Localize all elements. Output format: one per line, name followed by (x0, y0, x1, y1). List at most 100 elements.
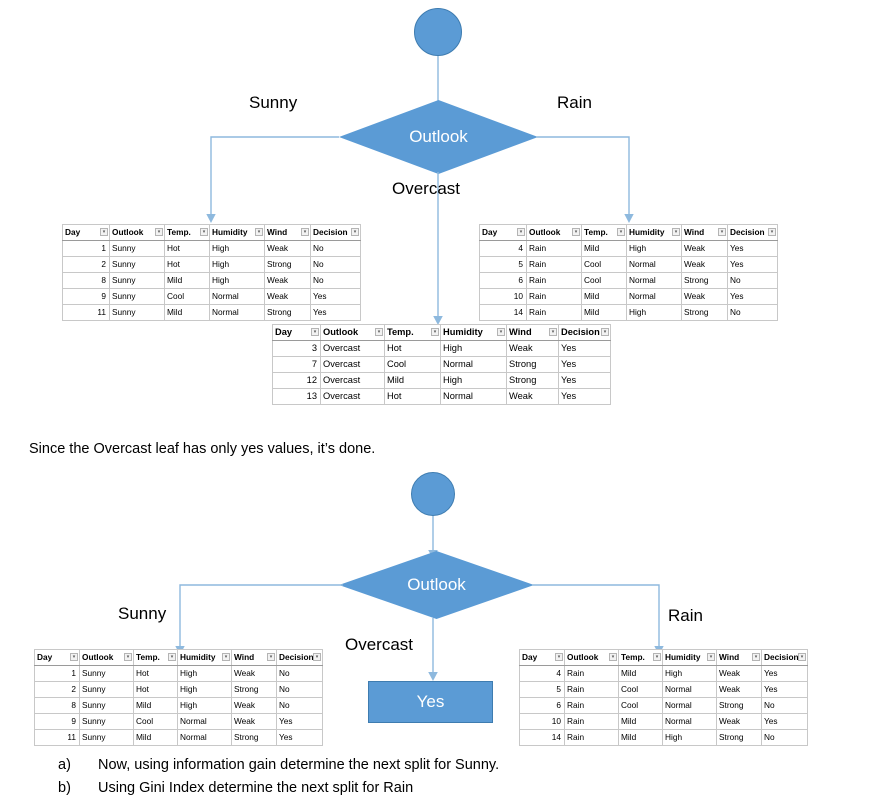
filter-icon[interactable]: ▾ (609, 653, 617, 661)
filter-icon[interactable]: ▾ (375, 328, 383, 336)
question-item-a: a)Now, using information gain determine … (58, 757, 499, 773)
cell-wind: Weak (264, 288, 311, 305)
cell-humidity: Normal (626, 272, 682, 289)
filter-icon[interactable]: ▾ (70, 653, 78, 661)
cell-temp: Mild (618, 665, 663, 682)
cell-decision: Yes (727, 240, 778, 257)
filter-icon[interactable]: ▾ (168, 653, 176, 661)
bottom-root-node[interactable] (411, 472, 455, 516)
filter-icon[interactable]: ▾ (301, 228, 309, 236)
cell-decision: No (276, 697, 323, 714)
filter-icon[interactable]: ▾ (222, 653, 230, 661)
filter-icon[interactable]: ▾ (617, 228, 625, 236)
cell-day: 9 (34, 713, 80, 730)
col-header-wind: Wind▾ (264, 224, 311, 241)
question-text-a: Now, using information gain determine th… (98, 757, 500, 773)
filter-icon[interactable]: ▾ (124, 653, 132, 661)
col-header-wind: Wind▾ (716, 649, 762, 666)
question-text-b: Using Gini Index determine the next spli… (98, 780, 414, 796)
col-header-humidity: Humidity▾ (209, 224, 265, 241)
filter-icon[interactable]: ▾ (155, 228, 163, 236)
cell-temp: Hot (133, 681, 178, 698)
filter-icon[interactable]: ▾ (497, 328, 505, 336)
cell-day: 8 (62, 272, 110, 289)
table-header-row: Day▾ Outlook▾ Temp.▾ Humidity▾ Wind▾ Dec… (62, 224, 361, 241)
filter-icon[interactable]: ▾ (653, 653, 661, 661)
cell-decision: Yes (761, 681, 808, 698)
cell-wind: Strong (264, 304, 311, 321)
col-header-temp: Temp.▾ (618, 649, 663, 666)
filter-icon[interactable]: ▾ (572, 228, 580, 236)
cell-humidity: High (626, 304, 682, 321)
cell-humidity: High (440, 372, 507, 389)
filter-icon[interactable]: ▾ (200, 228, 208, 236)
filter-icon[interactable]: ▾ (351, 228, 359, 236)
filter-icon[interactable]: ▾ (707, 653, 715, 661)
bottom-decision-node[interactable]: Outlook (339, 551, 534, 619)
cell-outlook: Sunny (79, 681, 134, 698)
top-decision-node[interactable]: Outlook (339, 100, 538, 174)
cell-decision: Yes (558, 372, 611, 389)
cell-humidity: Normal (662, 713, 717, 730)
cell-outlook: Sunny (79, 665, 134, 682)
question-item-b: b)Using Gini Index determine the next sp… (58, 780, 413, 796)
filter-icon[interactable]: ▾ (431, 328, 439, 336)
cell-outlook: Rain (564, 713, 619, 730)
filter-icon[interactable]: ▾ (267, 653, 275, 661)
cell-wind: Weak (716, 713, 762, 730)
filter-icon[interactable]: ▾ (311, 328, 319, 336)
filter-icon[interactable]: ▾ (768, 228, 776, 236)
top-root-node[interactable] (414, 8, 462, 56)
cell-decision: Yes (558, 388, 611, 405)
bottom-leaf-node-yes[interactable]: Yes (368, 681, 493, 723)
filter-icon[interactable]: ▾ (517, 228, 525, 236)
cell-temp: Mild (164, 304, 210, 321)
cell-day: 9 (62, 288, 110, 305)
filter-icon[interactable]: ▾ (718, 228, 726, 236)
filter-icon[interactable]: ▾ (313, 653, 321, 661)
cell-temp: Mild (618, 713, 663, 730)
note-text: Since the Overcast leaf has only yes val… (29, 441, 376, 457)
cell-wind: Weak (716, 681, 762, 698)
col-header-decision: Decision▾ (310, 224, 361, 241)
cell-temp: Hot (164, 240, 210, 257)
cell-temp: Cool (581, 272, 627, 289)
cell-temp: Hot (384, 340, 441, 357)
cell-day: 2 (62, 256, 110, 273)
cell-wind: Strong (681, 272, 728, 289)
cell-humidity: High (440, 340, 507, 357)
col-header-outlook: Outlook▾ (526, 224, 582, 241)
filter-icon[interactable]: ▾ (798, 653, 806, 661)
cell-day: 1 (34, 665, 80, 682)
filter-icon[interactable]: ▾ (752, 653, 760, 661)
cell-humidity: High (177, 681, 232, 698)
cell-day: 10 (479, 288, 527, 305)
cell-outlook: Rain (564, 729, 619, 746)
filter-icon[interactable]: ▾ (555, 653, 563, 661)
cell-wind: Strong (506, 372, 559, 389)
cell-outlook: Sunny (109, 288, 165, 305)
cell-wind: Strong (716, 729, 762, 746)
filter-icon[interactable]: ▾ (601, 328, 609, 336)
cell-decision: Yes (761, 713, 808, 730)
cell-wind: Strong (231, 729, 277, 746)
cell-wind: Strong (231, 681, 277, 698)
cell-humidity: Normal (662, 697, 717, 714)
filter-icon[interactable]: ▾ (672, 228, 680, 236)
filter-icon[interactable]: ▾ (549, 328, 557, 336)
filter-icon[interactable]: ▾ (100, 228, 108, 236)
cell-wind: Weak (231, 697, 277, 714)
filter-icon[interactable]: ▾ (255, 228, 263, 236)
cell-wind: Weak (681, 288, 728, 305)
